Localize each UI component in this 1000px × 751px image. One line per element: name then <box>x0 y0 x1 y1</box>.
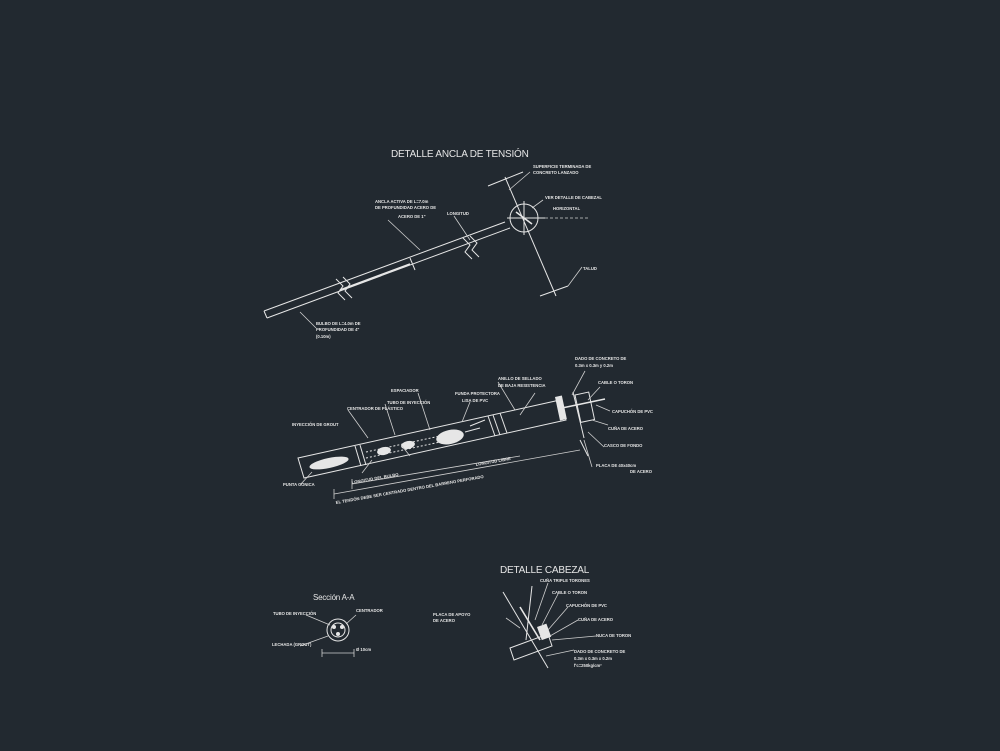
tension-note-depth: DE PROFUNDIDAD ACERO DE <box>375 205 436 210</box>
anchor-body <box>297 391 606 479</box>
anchor-note-spacer: ESPACIADOR <box>391 388 419 393</box>
section-aa-title: Sección A-A <box>313 593 355 602</box>
anchor-note-conical-tip: PUNTA CÓNICA <box>283 482 315 487</box>
head-note-wedge: CUÑA DE ACERO <box>578 617 614 622</box>
head-detail: DETALLE CABEZAL CUÑA TRIPLE TORONES CABL… <box>433 565 631 669</box>
anchor-note-plate: PLACA DE 40x40cm <box>596 463 636 468</box>
anchor-note-free-length: LONGITUD LIBRE <box>475 456 511 467</box>
head-note-plate: PLACA DE APOYO <box>433 612 471 617</box>
anchor-note-centralizer: CENTRADOR DE PLÁSTICO <box>347 406 404 411</box>
tension-note-slope: TALUD <box>583 266 597 271</box>
tension-note-bulb: BULBO DE L=4.0m DE <box>316 321 361 326</box>
tension-note-active-anchor: ANCLA ACTIVA DE L=7.0m <box>375 199 429 204</box>
section-note-diameter: Ø 10cm <box>356 647 371 652</box>
tension-anchor-tube <box>263 221 511 319</box>
head-detail-title: DETALLE CABEZAL <box>500 565 590 576</box>
section-note-tube: TUBO DE INYECCIÓN <box>273 611 316 616</box>
anchor-head-circle <box>507 201 590 235</box>
head-note-strand: NUCA DE TORON <box>596 633 631 638</box>
anchor-note-pvc-cap: CAPUCHÓN DE PVC <box>612 409 653 414</box>
head-note-die: DADO DE CONCRETO DE <box>574 649 626 654</box>
tension-note-bulb-dia: (0.10m) <box>316 334 331 339</box>
head-note-plate-steel: DE ACERO <box>433 618 456 623</box>
anchor-note-cable: CABLE O TORON <box>598 380 633 385</box>
dimension-line-total <box>333 449 581 495</box>
head-note-die-fc: f'c=250kg/cm² <box>574 663 602 668</box>
tension-anchor-detail: DETALLE ANCLA DE TENSIÓN <box>263 147 602 339</box>
tension-note-shotcrete: CONCRETO LANZADO <box>533 170 579 175</box>
section-aa-detail: Sección A-A TUBO DE INYECCIÓN CENTRADOR … <box>272 593 383 657</box>
anchor-note-bulb-length: LONGITUD DEL BULBO <box>351 472 399 485</box>
tension-note-steel: ACERO DE 1" <box>398 214 426 219</box>
anchor-note-die-size: 0.3m x 0.3m y 0.2m <box>575 363 613 368</box>
anchor-note-base: CASCO DE FONDO <box>604 443 643 448</box>
head-note-pvc-cap: CAPUCHÓN DE PVC <box>566 603 607 608</box>
anchor-note-plate-steel: DE ACERO <box>630 469 653 474</box>
anchor-note-wedge: CUÑA DE ACERO <box>608 426 644 431</box>
anchor-note-sheath: FUNDA PROTECTORA <box>455 391 500 396</box>
tension-note-surface: SUPERFICIE TERMINADA DE <box>533 164 591 169</box>
slope-surface-line <box>504 176 557 297</box>
head-note-die-size: 0.3m x 0.3m x 0.2m <box>574 656 612 661</box>
anchor-note-grout: INYECCIÓN DE GROUT <box>292 422 339 427</box>
tension-note-length: LONGITUD <box>447 211 469 216</box>
tension-note-horizontal: HORIZONTAL <box>553 206 581 211</box>
section-note-centralizer: CENTRADOR <box>356 608 383 613</box>
tension-note-bulb-depth: PROFUNDIDAD DE 4" <box>316 327 359 332</box>
anchor-note-die: DADO DE CONCRETO DE <box>575 356 627 361</box>
head-note-cable: CABLE O TORON <box>552 590 587 595</box>
anchor-note-seal-low: DE BAJA RESISTENCIA <box>498 383 546 388</box>
tension-note-see-head: VER DETALLE DE CABEZAL <box>545 195 602 200</box>
anchor-note-seal-ring: ANILLO DE SELLADO <box>498 376 542 381</box>
anchor-note-injection-tube: TUBO DE INYECCIÓN <box>387 400 430 405</box>
anchor-note-sheath-pvc: LISA DE PVC <box>462 398 488 403</box>
tension-anchor-title: DETALLE ANCLA DE TENSIÓN <box>391 147 529 160</box>
section-note-grout: LECHADA (GROUT) <box>272 642 312 647</box>
anchor-longitudinal-detail: DADO DE CONCRETO DE 0.3m x 0.3m y 0.2m C… <box>283 356 653 505</box>
head-note-wedge-triple: CUÑA TRIPLE TORONES <box>540 578 590 583</box>
